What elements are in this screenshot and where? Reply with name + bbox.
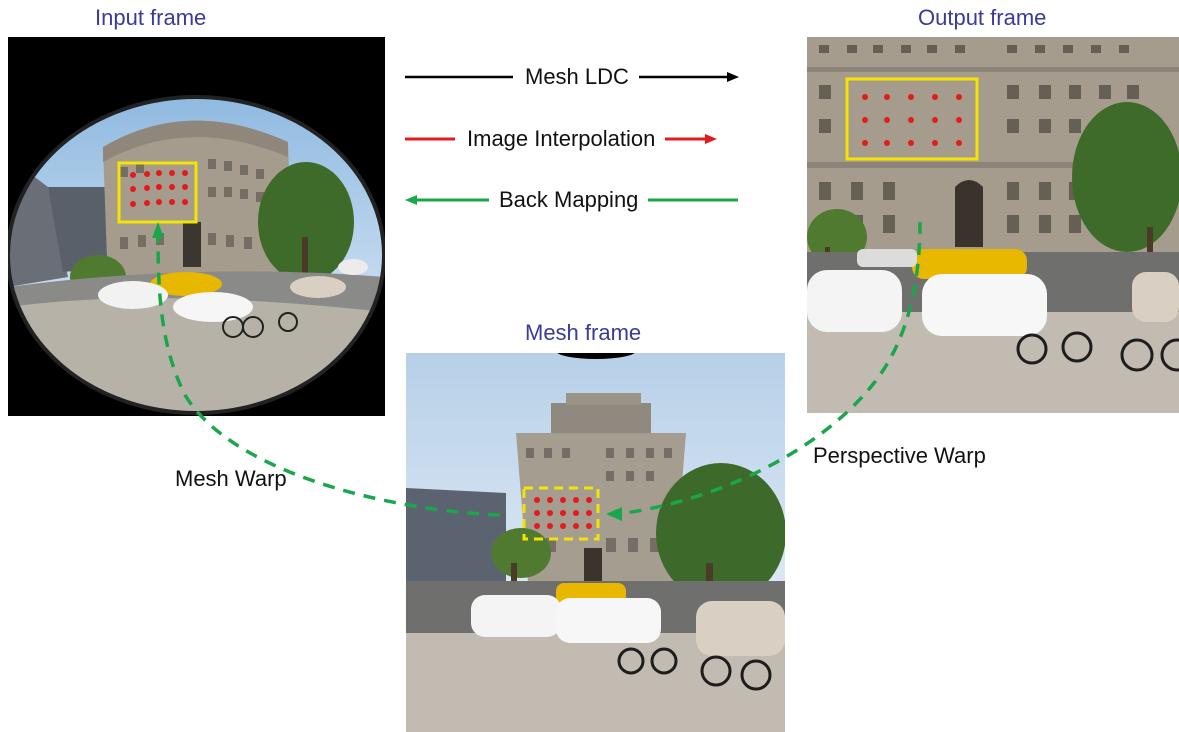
mesh-frame-image bbox=[406, 353, 785, 732]
legend-mesh-ldc: Mesh LDC bbox=[405, 64, 739, 90]
output-frame-title: Output frame bbox=[918, 5, 1047, 30]
legend-mesh-ldc-label: Mesh LDC bbox=[525, 64, 629, 89]
perspective-warp-label: Perspective Warp bbox=[813, 443, 986, 468]
red-line-icon bbox=[405, 137, 455, 141]
green-arrow-left-icon bbox=[405, 195, 489, 205]
black-arrow-right-icon bbox=[638, 72, 739, 82]
mesh-frame-title: Mesh frame bbox=[525, 320, 642, 345]
legend-image-interpolation-label: Image Interpolation bbox=[467, 126, 656, 151]
legend-back-mapping-label: Back Mapping bbox=[499, 187, 639, 212]
legend-image-interpolation: Image Interpolation bbox=[405, 126, 718, 152]
red-arrow-right-icon bbox=[665, 134, 718, 144]
legend-back-mapping: Back Mapping bbox=[405, 187, 740, 213]
input-frame-title: Input frame bbox=[95, 5, 207, 30]
green-line-icon bbox=[648, 198, 739, 202]
output-frame-image bbox=[807, 37, 1179, 413]
mesh-warp-label: Mesh Warp bbox=[175, 466, 287, 491]
input-frame-image bbox=[8, 37, 385, 416]
black-line-icon bbox=[405, 75, 513, 79]
